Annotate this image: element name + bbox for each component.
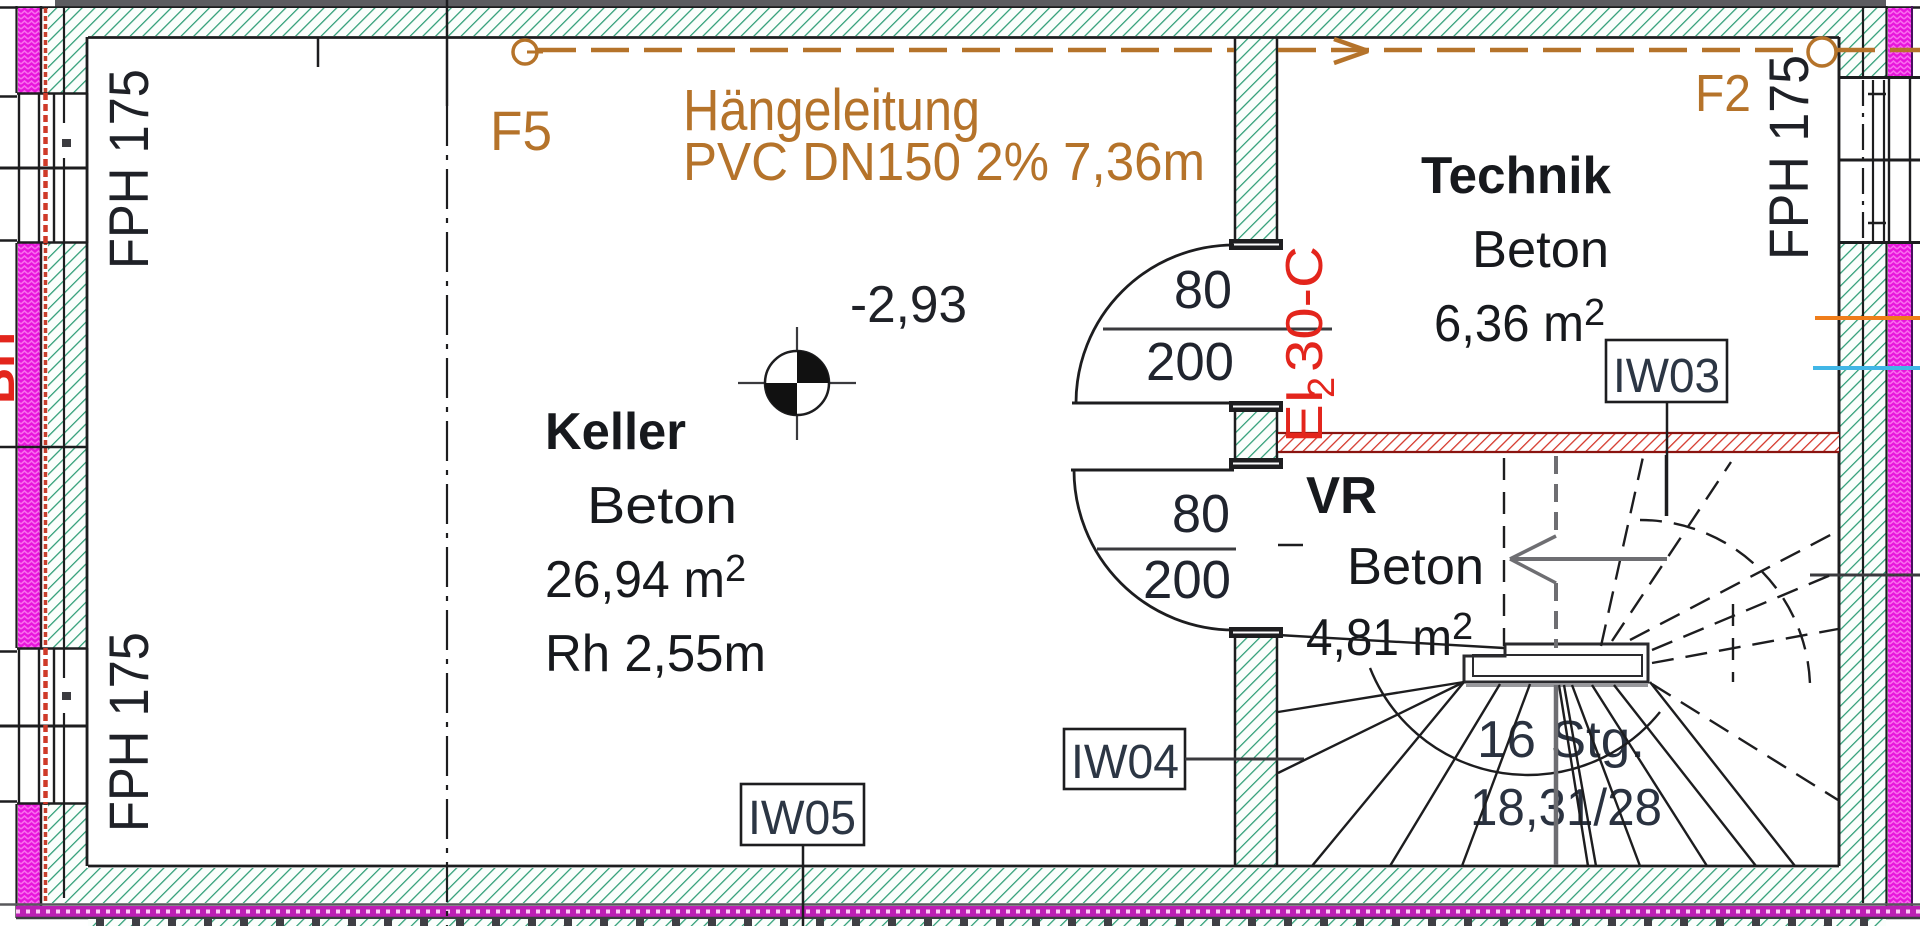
- svg-text:FPH 175: FPH 175: [97, 632, 160, 832]
- svg-text:FPH 175: FPH 175: [1757, 55, 1820, 260]
- svg-text:Keller: Keller: [545, 403, 686, 461]
- svg-text:80: 80: [1174, 260, 1232, 320]
- svg-text:VR: VR: [1306, 467, 1377, 525]
- svg-text:26,94 m2: 26,94 m2: [545, 548, 746, 609]
- svg-text:Rh 2,55m: Rh 2,55m: [545, 625, 766, 683]
- svg-text:FPH 175: FPH 175: [97, 69, 160, 269]
- svg-text:IW03: IW03: [1613, 350, 1720, 403]
- svg-text:BH: BH: [0, 332, 25, 404]
- svg-text:PVC DN150 2% 7,36m: PVC DN150 2% 7,36m: [683, 132, 1205, 192]
- svg-text:Beton: Beton: [1347, 538, 1484, 596]
- svg-text:6,36 m2: 6,36 m2: [1434, 292, 1605, 353]
- svg-text:200: 200: [1146, 332, 1234, 392]
- svg-text:18,31/28: 18,31/28: [1470, 779, 1662, 837]
- svg-text:F5: F5: [490, 99, 552, 162]
- svg-text:Beton: Beton: [587, 477, 737, 535]
- svg-text:IW04: IW04: [1071, 736, 1179, 789]
- svg-text:IW05: IW05: [748, 792, 856, 845]
- svg-text:200: 200: [1143, 550, 1231, 610]
- svg-text:Beton: Beton: [1472, 221, 1609, 279]
- svg-text:F2: F2: [1695, 65, 1751, 123]
- svg-text:2: 2: [1301, 377, 1343, 398]
- svg-text:EI 30-C: EI 30-C: [1276, 246, 1334, 443]
- svg-text:Hängeleitung: Hängeleitung: [683, 78, 980, 143]
- svg-text:80: 80: [1172, 484, 1230, 544]
- svg-text:4,81 m2: 4,81 m2: [1306, 606, 1473, 667]
- svg-text:16 Stg.: 16 Stg.: [1477, 711, 1645, 769]
- svg-text:-2,93: -2,93: [850, 276, 967, 334]
- svg-text:Technik: Technik: [1421, 147, 1611, 205]
